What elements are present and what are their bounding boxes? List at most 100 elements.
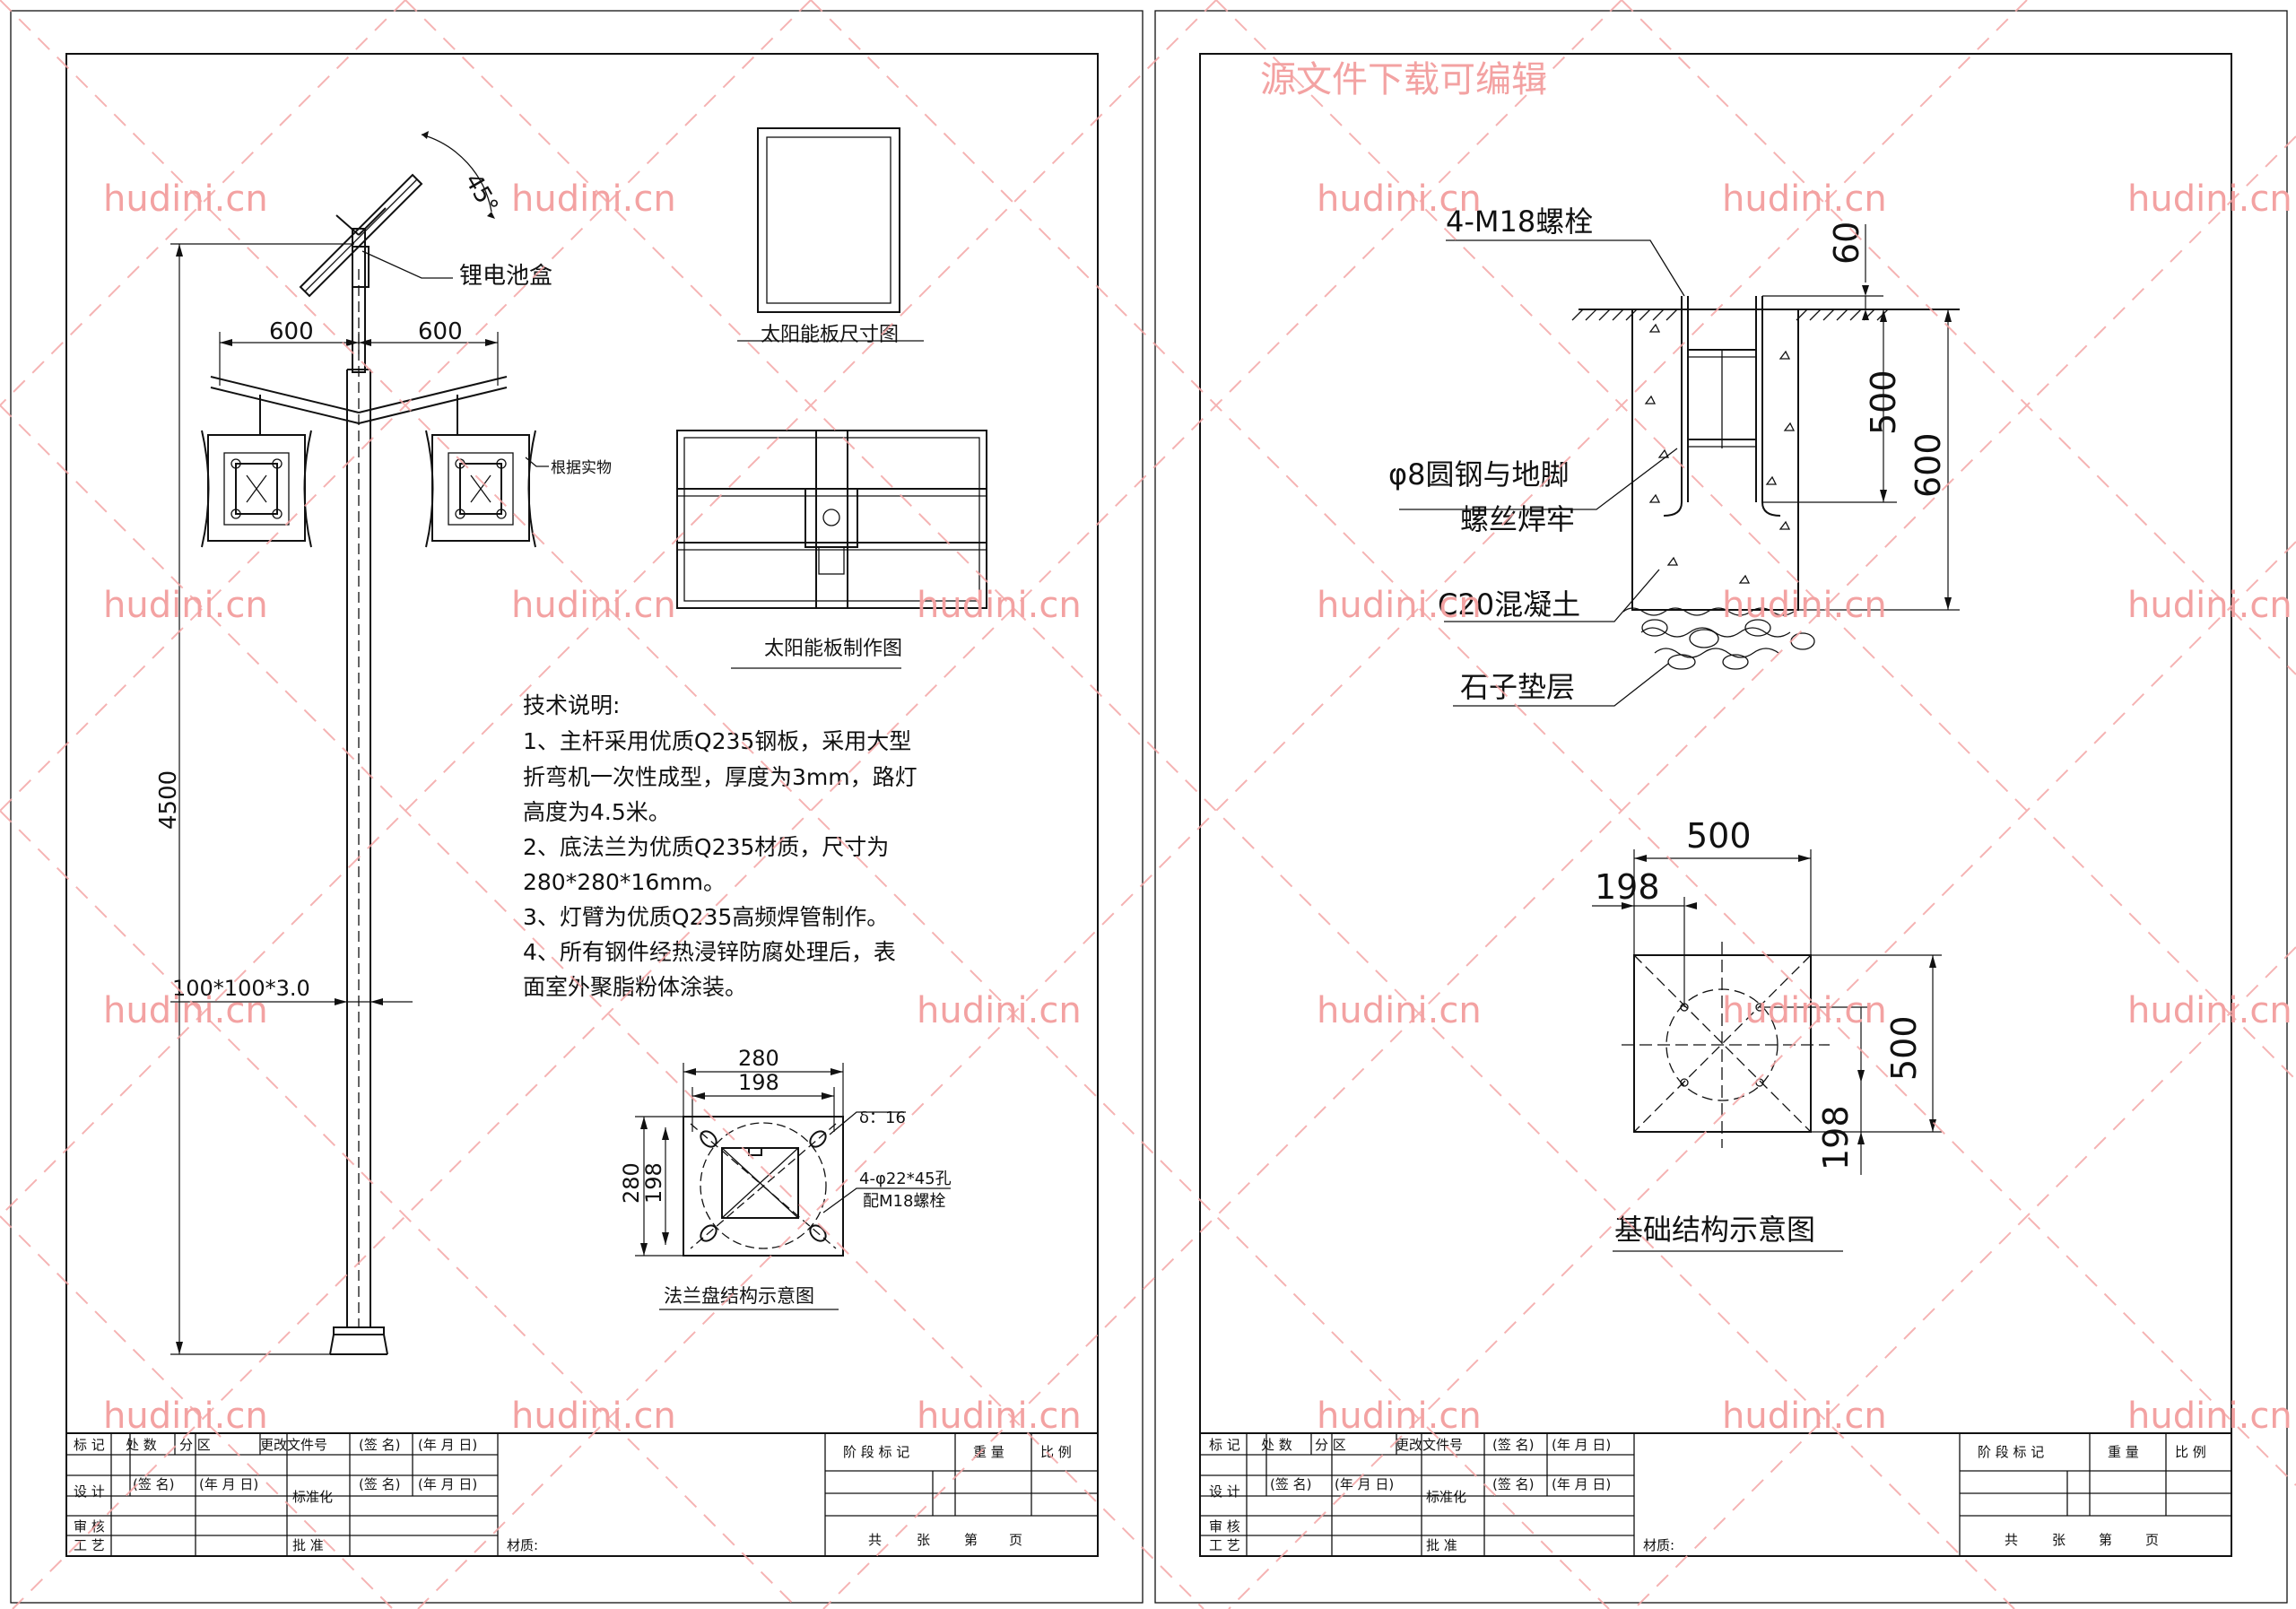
notes-title: 技术说明: xyxy=(523,692,620,718)
foundation-section: 60 500 600 4-M18螺栓 φ8圆钢与地脚 螺丝焊牢 C20混凝土 石… xyxy=(1388,204,1960,707)
flange-thickness: δ：16 xyxy=(859,1109,906,1127)
plan-width-inner: 198 xyxy=(1595,867,1660,907)
flange-title: 法兰盘结构示意图 xyxy=(664,1285,814,1307)
tb-total: 共 xyxy=(2005,1532,2018,1548)
tb-standard: 标准化 xyxy=(1426,1489,1466,1505)
tb-material: 材质: xyxy=(1643,1537,1674,1553)
tb-sign: (签 名) xyxy=(1492,1476,1534,1492)
watermark: hudini.cn xyxy=(2127,585,2292,626)
solar-panel-size-drawing: 太阳能板尺寸图 xyxy=(737,127,924,346)
watermark: hudini.cn xyxy=(103,585,268,626)
tb-page-prefix: 第 xyxy=(2099,1532,2112,1548)
watermark: hudini.cn xyxy=(2127,990,2292,1031)
arm-dim-left: 600 xyxy=(269,318,314,345)
tb-date: (年 月 日) xyxy=(418,1476,477,1492)
lamp-note: 根据实物 xyxy=(551,459,612,477)
tb-sign: (签 名) xyxy=(133,1476,174,1492)
tb-stage: 阶 段 标 记 xyxy=(843,1444,909,1460)
tb-process: 工 艺 xyxy=(1209,1537,1240,1553)
tb-weight: 重 量 xyxy=(973,1444,1004,1460)
tb-scale: 比 例 xyxy=(2175,1444,2206,1460)
watermark: hudini.cn xyxy=(103,1396,268,1437)
tb-zone: 分 区 xyxy=(179,1437,211,1453)
watermark: hudini.cn xyxy=(103,990,268,1031)
watermark: hudini.cn xyxy=(1317,178,1482,220)
arm-dim-right: 600 xyxy=(418,318,463,345)
watermark: hudini.cn xyxy=(917,1396,1082,1437)
download-banner: 源文件下载可编辑 xyxy=(1260,59,1547,100)
title-block-left: 标 记 处 数 分 区 更改文件号 (签 名) (年 月 日) 设 计 (签 名… xyxy=(65,1432,1099,1557)
height-dim: 4500 xyxy=(155,770,182,830)
watermark: hudini.cn xyxy=(1317,1396,1482,1437)
watermark-texts: hudini.cn hudini.cn hudini.cn hudini.cn … xyxy=(103,178,2292,1437)
tb-date: (年 月 日) xyxy=(1552,1437,1611,1453)
battery-box-label: 锂电池盒 xyxy=(459,263,552,290)
tb-weight: 重 量 xyxy=(2108,1444,2139,1460)
right-lantern xyxy=(425,430,536,548)
bolts-label: 4-M18螺栓 xyxy=(1446,204,1593,239)
tb-mark: 标 记 xyxy=(74,1437,105,1453)
note-line: 4、所有钢件经热浸锌防腐处理后，表 xyxy=(523,939,896,965)
tb-sheets: 张 xyxy=(917,1532,930,1548)
tb-count: 处 数 xyxy=(126,1437,157,1453)
watermark: hudini.cn xyxy=(1722,1396,1887,1437)
tb-mark: 标 记 xyxy=(1209,1437,1240,1453)
flange-width-outer: 280 xyxy=(738,1046,779,1071)
tb-stage: 阶 段 标 记 xyxy=(1978,1444,2044,1460)
watermark: hudini.cn xyxy=(2127,178,2292,220)
tb-review: 审 核 xyxy=(74,1518,105,1535)
tb-material: 材质: xyxy=(507,1537,538,1553)
note-line: 面室外聚脂粉体涂装。 xyxy=(523,974,747,1000)
foundation-plan: 500 198 500 198 基础结构示意图 xyxy=(1592,816,1942,1252)
watermark: hudini.cn xyxy=(1317,990,1482,1031)
note-line: 高度为4.5米。 xyxy=(523,799,671,825)
flange-holes: 4-φ22*45孔 xyxy=(859,1170,952,1188)
tb-change-doc: 更改文件号 xyxy=(260,1437,327,1453)
tb-page-prefix: 第 xyxy=(964,1532,978,1548)
flange-width-inner: 198 xyxy=(738,1070,779,1095)
watermark: hudini.cn xyxy=(917,585,1082,626)
tb-page: 页 xyxy=(1009,1532,1022,1548)
tb-count: 处 数 xyxy=(1261,1437,1292,1453)
title-block-right: 标 记 处 数 分 区 更改文件号 (签 名) (年 月 日) 设 计 (签 名… xyxy=(1199,1432,2232,1557)
note-line: 1、主杆采用优质Q235钢板，采用大型 xyxy=(523,728,911,754)
tb-sign: (签 名) xyxy=(359,1437,400,1453)
flange-height-inner: 198 xyxy=(641,1162,666,1204)
tb-date: (年 月 日) xyxy=(1335,1476,1394,1492)
watermark: hudini.cn xyxy=(511,585,676,626)
note-line: 3、灯臂为优质Q235高频焊管制作。 xyxy=(523,904,889,930)
tb-process: 工 艺 xyxy=(74,1537,105,1553)
tb-approve: 批 准 xyxy=(1426,1537,1457,1553)
dim-600: 600 xyxy=(1909,432,1948,498)
watermark: hudini.cn xyxy=(1317,585,1482,626)
tb-scale: 比 例 xyxy=(1040,1444,1072,1460)
tb-design: 设 计 xyxy=(74,1483,105,1500)
tb-review: 审 核 xyxy=(1209,1518,1240,1535)
watermark: hudini.cn xyxy=(511,178,676,220)
watermark: hudini.cn xyxy=(511,1396,676,1437)
plan-width: 500 xyxy=(1686,816,1752,856)
note-line: 280*280*16mm。 xyxy=(523,869,726,895)
tb-date: (年 月 日) xyxy=(199,1476,258,1492)
dim-60: 60 xyxy=(1827,222,1866,265)
tb-page: 页 xyxy=(2145,1532,2159,1548)
watermark: hudini.cn xyxy=(1722,178,1887,220)
tb-sign: (签 名) xyxy=(1270,1476,1311,1492)
watermark: hudini.cn xyxy=(917,990,1082,1031)
tb-date: (年 月 日) xyxy=(418,1437,477,1453)
tb-approve: 批 准 xyxy=(292,1537,324,1553)
plan-title: 基础结构示意图 xyxy=(1614,1213,1815,1247)
watermark: hudini.cn xyxy=(2127,1396,2292,1437)
tb-standard: 标准化 xyxy=(292,1489,333,1505)
note-line: 折弯机一次性成型，厚度为3mm，路灯 xyxy=(523,764,918,790)
tb-sheets: 张 xyxy=(2052,1532,2066,1548)
rebar-label-1: φ8圆钢与地脚 xyxy=(1388,457,1569,491)
flange-height-outer: 280 xyxy=(619,1162,644,1204)
tb-design: 设 计 xyxy=(1209,1483,1240,1500)
panel-size-title: 太阳能板尺寸图 xyxy=(761,324,899,346)
gravel-label: 石子垫层 xyxy=(1460,670,1575,704)
watermark: hudini.cn xyxy=(1722,990,1887,1031)
tb-total: 共 xyxy=(868,1532,882,1548)
pole-size: 100*100*3.0 xyxy=(172,976,310,1001)
